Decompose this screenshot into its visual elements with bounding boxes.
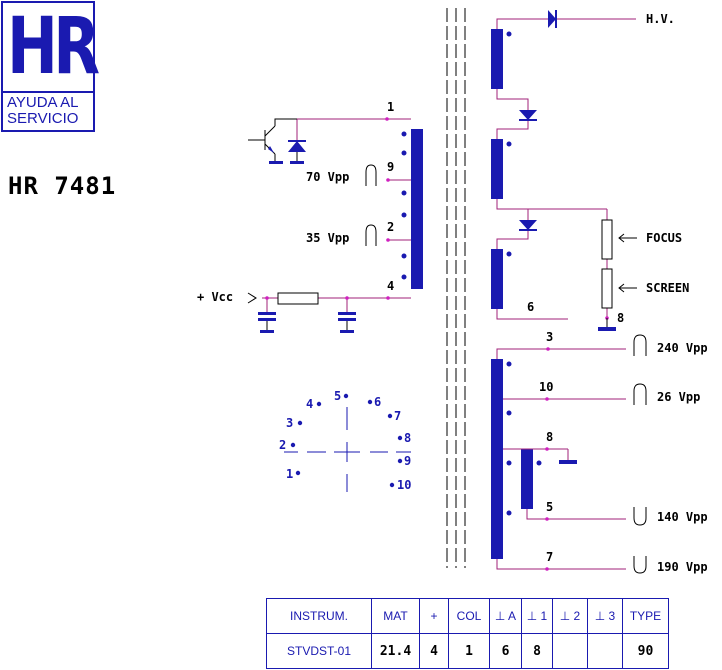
label-26vpp: 26 Vpp — [657, 390, 700, 404]
table-header-cell: + — [419, 598, 449, 634]
logo-divider — [3, 91, 93, 93]
pin-label-1: 1 — [387, 100, 394, 114]
screen-resistor — [601, 268, 613, 309]
pinout-9: 9 — [404, 454, 411, 468]
pin-label-10: 10 — [539, 380, 553, 394]
table-header-row: INSTRUM. MAT + COL ⊥ A ⊥ 1 ⊥ 2 ⊥ 3 TYPE — [266, 598, 669, 634]
table-cell: 6 — [489, 633, 522, 669]
table-header-cell: COL — [448, 598, 490, 634]
pin-label-3: 3 — [546, 330, 553, 344]
hv-diodes — [519, 10, 557, 231]
table-header-cell: ⊥ 3 — [587, 598, 623, 634]
logo-subtitle-line1: AYUDA AL — [7, 94, 79, 111]
damper-diode-icon — [288, 140, 306, 164]
pin-label-2: 2 — [387, 220, 394, 234]
pinout-6: 6 — [374, 395, 381, 409]
label-hv: H.V. — [646, 12, 675, 26]
ground-icon — [598, 327, 616, 331]
label-focus: FOCUS — [646, 231, 682, 245]
table-header-cell: ⊥ 1 — [521, 598, 553, 634]
pulse-35-icon — [365, 224, 377, 246]
logo-subtitle-line2: SERVICIO — [7, 110, 79, 127]
label-240vpp: 240 Vpp — [657, 341, 708, 355]
table-cell: 8 — [521, 633, 553, 669]
table-cell: 90 — [622, 633, 669, 669]
table-header-cell: ⊥ A — [489, 598, 522, 634]
table-cell: STVDST-01 — [266, 633, 372, 669]
pinout-7: 7 — [394, 409, 401, 423]
table-header-cell: INSTRUM. — [266, 598, 372, 634]
pinout-2: 2 — [279, 438, 286, 452]
pin-label-9: 9 — [387, 160, 394, 174]
pin-label-8: 8 — [546, 430, 553, 444]
table-cell: 21.4 — [371, 633, 420, 669]
instrument-table: INSTRUM. MAT + COL ⊥ A ⊥ 1 ⊥ 2 ⊥ 3 TYPE … — [266, 598, 669, 669]
logo: HR AYUDA AL SERVICIO — [1, 1, 100, 132]
primary-winding: 1 9 2 4 70 Vpp 35 Vpp + Vcc — [197, 100, 423, 333]
hv-winding: H.V. FOCUS SCREEN 6 8 — [491, 10, 689, 331]
focus-resistor — [601, 219, 613, 260]
pinout-4: 4 — [306, 397, 313, 411]
label-35vpp: 35 Vpp — [306, 231, 349, 245]
label-vcc: + Vcc — [197, 290, 233, 304]
aux-ground-icon — [559, 460, 577, 464]
capacitor-icons — [258, 312, 356, 333]
vcc-resistor — [277, 292, 319, 305]
table-cell: 4 — [419, 633, 449, 669]
pinout-5: 5 — [334, 389, 341, 403]
table-cell — [552, 633, 588, 669]
pinout-1: 1 — [286, 467, 293, 481]
pin-label-4: 4 — [387, 279, 394, 293]
pulse-140-icon — [633, 507, 647, 526]
pinout-diagram: 1 2 3 4 5 6 7 8 9 10 — [279, 389, 411, 492]
pulse-26-icon — [633, 383, 647, 405]
model-number: HR 7481 — [8, 172, 117, 200]
label-190vpp: 190 Vpp — [657, 560, 708, 574]
pulse-190-icon — [633, 556, 647, 574]
label-screen: SCREEN — [646, 281, 689, 295]
pin-label-8-ground: 8 — [617, 311, 624, 325]
vcc-arrow-icon — [247, 292, 257, 304]
pin-label-6: 6 — [527, 300, 534, 314]
table-header-cell: MAT — [371, 598, 420, 634]
pulse-70-icon — [365, 164, 377, 186]
logo-subtitle: AYUDA AL SERVICIO — [7, 95, 91, 127]
primary-coil — [411, 129, 423, 289]
table-header-cell: ⊥ 2 — [552, 598, 588, 634]
pinout-3: 3 — [286, 416, 293, 430]
label-70vpp: 70 Vpp — [306, 170, 349, 184]
pulse-240-icon — [633, 334, 647, 356]
table-cell: 1 — [448, 633, 490, 669]
table-cell — [587, 633, 623, 669]
pin-label-5: 5 — [546, 500, 553, 514]
pinout-10: 10 — [397, 478, 411, 492]
table-row: STVDST-01 21.4 4 1 6 8 90 — [266, 633, 669, 669]
label-140vpp: 140 Vpp — [657, 510, 708, 524]
pinout-8: 8 — [404, 431, 411, 445]
pin-label-7: 7 — [546, 550, 553, 564]
aux-winding: 3 10 8 5 7 240 Vpp 26 Vpp 140 Vpp 190 Vp… — [491, 330, 708, 574]
transformer-core — [446, 8, 466, 568]
table-header-cell: TYPE — [622, 598, 669, 634]
